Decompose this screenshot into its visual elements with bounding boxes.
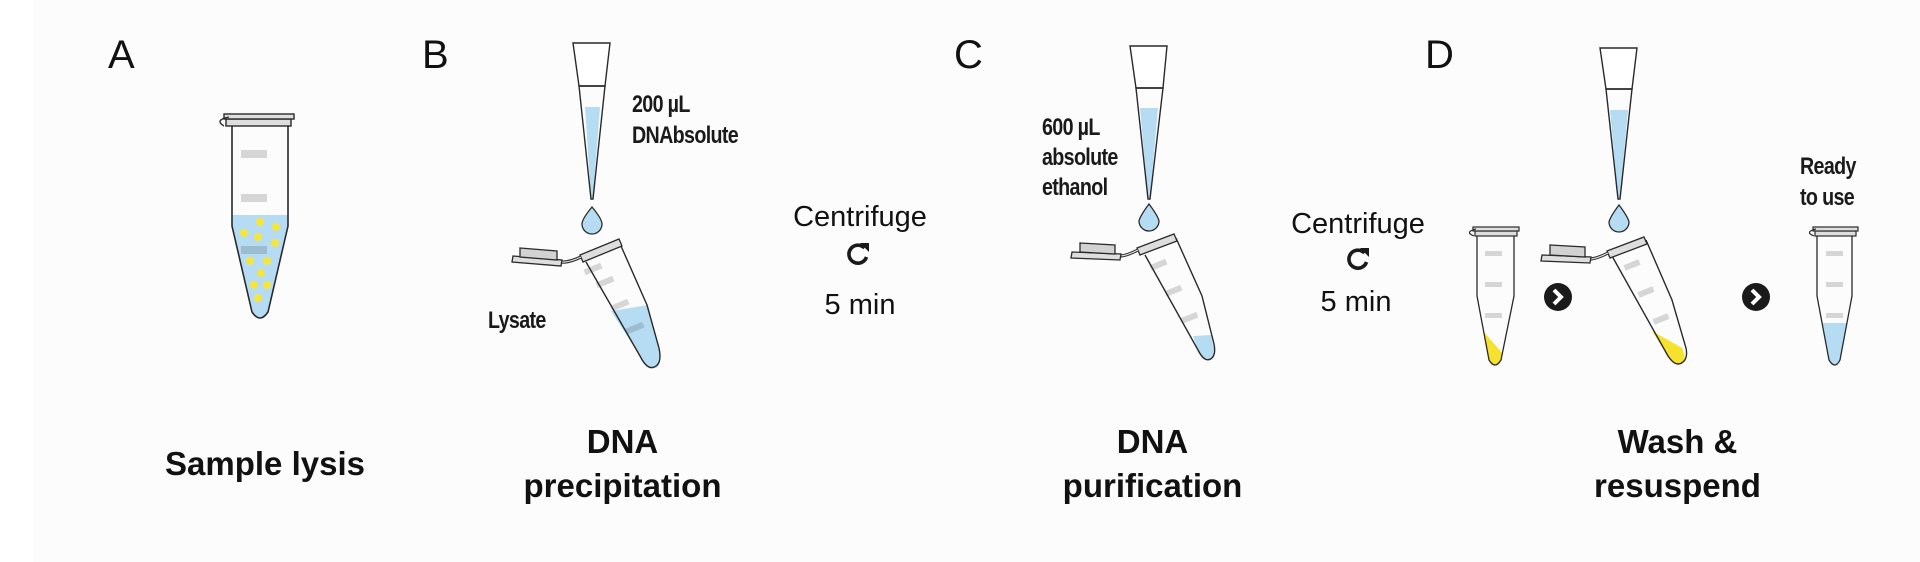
pipette-tip-b: [572, 42, 611, 235]
figure-background: [33, 0, 1920, 562]
reagent-label-c: 600 µL absolute ethanol: [1042, 113, 1118, 203]
cap-hinge: [219, 116, 230, 127]
tube-pellet: [1468, 226, 1520, 366]
panel-letter-a: A: [108, 33, 135, 77]
lysis-particles: [240, 218, 280, 302]
step-title-line: Sample lysis: [165, 445, 365, 482]
reagent-volume: 200 µL: [632, 91, 690, 118]
step-title-line: DNA: [1116, 423, 1189, 460]
next-step-arrow-icon: [1742, 283, 1770, 311]
tube-precipitate-open: [1070, 233, 1216, 361]
pipette-tip-c: [1129, 45, 1168, 232]
centrifuge-duration-2: 5 min: [1320, 286, 1392, 318]
droplet: [1608, 203, 1630, 233]
step-title-line: precipitation: [523, 467, 722, 504]
clockwise-arrow-icon: [1347, 248, 1369, 270]
clockwise-arrow-icon: [847, 243, 869, 265]
centrifuge-duration-1: 5 min: [824, 289, 896, 321]
graduation-mark: [241, 150, 267, 158]
droplet: [581, 205, 603, 235]
step-title-line: Wash &: [1617, 423, 1738, 460]
reagent-name: DNAbsolute: [632, 122, 739, 149]
step-title-line: DNA: [586, 423, 659, 460]
graduation-mark: [241, 246, 267, 254]
tube-lysate-open: [511, 238, 661, 369]
step-title-wash-resuspend: Wash & resuspend: [1535, 420, 1820, 508]
step-title-dna-purification: DNA purification: [1010, 420, 1295, 508]
reagent-name-line-2: ethanol: [1042, 174, 1108, 201]
step-title-sample-lysis: Sample lysis: [130, 442, 400, 486]
centrifuge-label-2: Centrifuge: [1291, 208, 1425, 240]
droplet: [1138, 202, 1160, 232]
pipette-tip-d: [1599, 47, 1638, 233]
reagent-name-line-1: absolute: [1042, 144, 1118, 171]
result-line-1: Ready: [1800, 153, 1856, 180]
result-line-2: to use: [1800, 184, 1855, 211]
tube-ready-to-use: [1808, 226, 1859, 366]
step-title-dna-precipitation: DNA precipitation: [480, 420, 765, 508]
graduation-mark: [241, 194, 267, 202]
panel-letter-c: C: [954, 33, 983, 77]
reagent-label-b: 200 µL DNAbsolute: [632, 89, 739, 151]
reagent-volume: 600 µL: [1042, 114, 1100, 141]
panel-letter-b: B: [422, 33, 449, 77]
panel-letter-d: D: [1425, 33, 1454, 77]
step-title-line: purification: [1062, 467, 1243, 504]
centrifuge-label-1: Centrifuge: [793, 201, 927, 233]
step-title-line: resuspend: [1594, 467, 1761, 504]
sample-label-lysate: Lysate: [488, 307, 546, 334]
tube-wash-open: [1540, 236, 1688, 365]
pellet: [1652, 331, 1685, 364]
cap: [225, 118, 292, 127]
next-step-arrow-icon: [1544, 283, 1572, 311]
result-label-ready: Ready to use: [1800, 151, 1856, 213]
tube-sample-lysis: [219, 113, 295, 319]
